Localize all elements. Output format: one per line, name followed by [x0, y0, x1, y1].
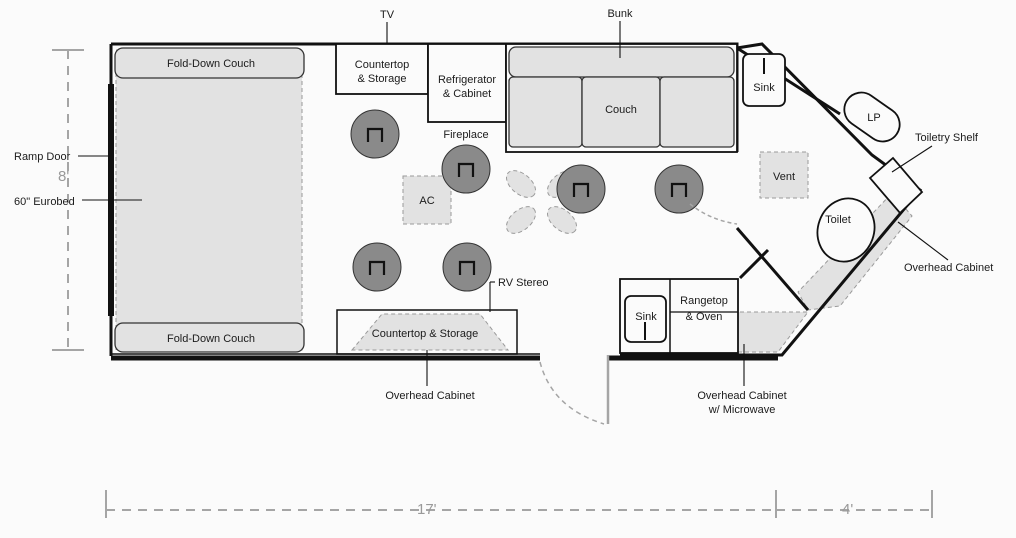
rangetop-label-2: & Oven — [686, 311, 723, 323]
tv-label: TV — [380, 9, 395, 21]
bunk — [508, 46, 735, 78]
stool-6 — [442, 242, 492, 292]
length-tongue-label: 4' — [842, 501, 853, 518]
stool-3 — [556, 164, 606, 214]
sink-bath — [742, 53, 786, 107]
kitchen-wall — [738, 248, 770, 280]
ac-label: AC — [419, 195, 434, 207]
countertop-storage-top-label-1: Countertop — [355, 59, 409, 71]
sink-kitchen — [624, 295, 667, 343]
length-box-label: 17' — [417, 501, 437, 518]
stool-2 — [441, 144, 491, 194]
ramp-door-label: Ramp Door — [14, 151, 71, 163]
lp-label: LP — [867, 112, 880, 124]
overhead-cabinet-bottom-area — [350, 313, 510, 351]
sink-bath-label: Sink — [753, 82, 775, 94]
vent — [759, 151, 809, 199]
eurobed-label: 60" Eurobed — [14, 196, 75, 208]
couch-seat-left — [508, 76, 583, 148]
stool-1 — [350, 109, 400, 159]
bath-inner-wall — [735, 227, 810, 311]
stool-5 — [352, 242, 402, 292]
width-dimension-label: 8' — [58, 168, 69, 185]
fold-down-couch-bottom-label: Fold-Down Couch — [167, 333, 255, 345]
rangetop-label-1: Rangetop — [680, 295, 728, 307]
couch-label: Couch — [605, 104, 637, 116]
fold-down-couch-bottom — [114, 322, 305, 353]
overhead-cabinet-bottom-label: Overhead Cabinet — [385, 390, 474, 402]
entry-door-swing — [539, 361, 605, 425]
toilet — [816, 197, 876, 263]
toiletry-shelf-label: Toiletry Shelf — [915, 132, 979, 144]
lp-tank — [843, 91, 901, 143]
bunk-label: Bunk — [607, 8, 633, 20]
width-dimension: 8' — [52, 49, 84, 351]
couch-seat-right — [659, 76, 735, 148]
eurobed — [115, 49, 303, 351]
rv-stereo-label: RV Stereo — [498, 277, 549, 289]
sink-kitchen-label: Sink — [635, 311, 657, 323]
overhead-microwave-label-1: Overhead Cabinet — [697, 390, 786, 402]
ac-unit — [402, 175, 452, 225]
countertop-storage-top-label-2: & Storage — [358, 73, 407, 85]
countertop-storage-bottom-label: Countertop & Storage — [372, 328, 478, 340]
fold-down-couch-top — [114, 47, 305, 79]
toilet-label: Toilet — [825, 214, 851, 226]
fold-down-couch-top-label: Fold-Down Couch — [167, 58, 255, 70]
overhead-microwave-label-2: w/ Microwave — [708, 404, 776, 416]
overhead-cabinet-right-label: Overhead Cabinet — [904, 262, 993, 274]
stool-4 — [654, 164, 704, 214]
length-dimension: 17' 4' — [105, 490, 933, 518]
toiletry-shelf — [868, 156, 924, 215]
refrigerator-label-2: & Cabinet — [443, 88, 491, 100]
fireplace-label: Fireplace — [443, 129, 488, 141]
vent-label: Vent — [773, 171, 795, 183]
refrigerator-label-1: Refrigerator — [438, 74, 496, 86]
bathroom-door-swing — [689, 203, 738, 225]
